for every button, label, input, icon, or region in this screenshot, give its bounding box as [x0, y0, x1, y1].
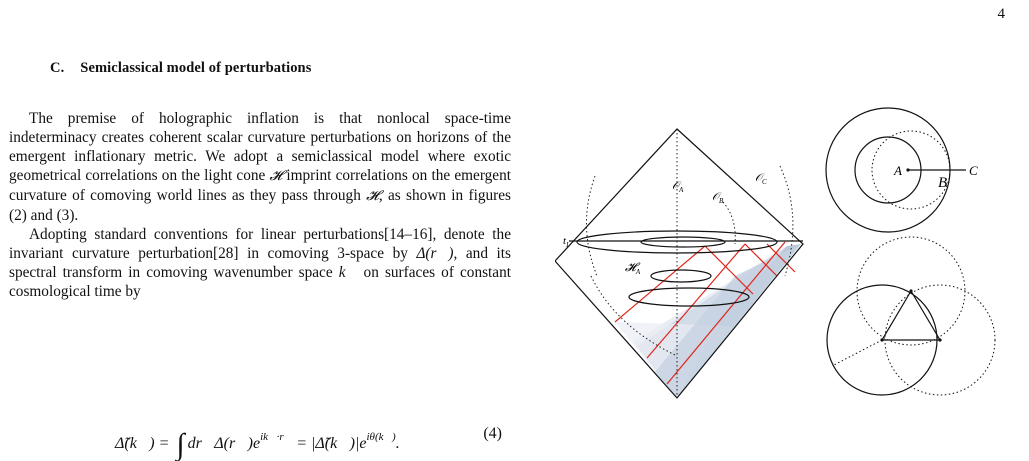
- horizon-ellipses: [576, 230, 778, 307]
- equation-rhs: = |Δ̃(k⃗)|e: [292, 435, 367, 452]
- point-b-label: B: [938, 175, 947, 191]
- equation-integrand: dr⃗Δ(r⃗)e: [187, 435, 261, 452]
- causal-diagram: tI 𝒪A 𝒪B 𝒪C 𝓗A: [555, 128, 804, 399]
- horizon-arcs: [585, 165, 794, 357]
- wavevector-symbol: k⃗: [338, 264, 358, 281]
- paragraph-2-text-b: , and its spectral transform in comoving…: [9, 245, 511, 281]
- label-o-b: 𝒪B: [712, 191, 724, 205]
- light-cone-symbol: 𝓗: [269, 168, 283, 184]
- nested-circles: A B C: [825, 107, 978, 233]
- paragraph-2-text-a: Adopting standard conventions for linear…: [9, 226, 511, 262]
- label-o-c: 𝒪C: [755, 172, 767, 186]
- paragraph-1-text-c: , as shown in figures (2) and (3).: [9, 187, 511, 224]
- light-cone-symbol-2: 𝓗: [366, 188, 379, 204]
- equation-formula: Δ̃(k⃗) = ∫dr⃗Δ(r⃗)eik⃗·r⃗ = |Δ̃(k⃗)|eiθ(…: [115, 422, 400, 461]
- equation-exponent-2: iθ(k⃗): [366, 431, 396, 443]
- triangle-circles: [826, 236, 996, 396]
- paragraph-1: The premise of holographic inflation is …: [9, 109, 511, 225]
- point-a-label: A: [893, 163, 902, 178]
- delta-symbol: Δ(r⃗): [416, 245, 454, 262]
- body-text: The premise of holographic inflation is …: [9, 109, 511, 301]
- point-c-label: C: [969, 163, 978, 178]
- section-label: C.: [50, 60, 65, 76]
- equation-4: Δ̃(k⃗) = ∫dr⃗Δ(r⃗)eik⃗·r⃗ = |Δ̃(k⃗)|eiθ(…: [100, 418, 502, 461]
- page-number: 4: [997, 6, 1006, 22]
- label-o-a: 𝒪A: [672, 180, 684, 194]
- circle-diagrams: A B C: [825, 107, 996, 396]
- integral-sign: ∫: [176, 428, 185, 461]
- paragraph-2: Adopting standard conventions for linear…: [9, 225, 511, 301]
- paragraph-2-text-c: on surfaces of constant cosmological tim…: [9, 264, 511, 300]
- section-title: Semiclassical model of perturbations: [80, 60, 312, 76]
- label-t-i: tI: [563, 235, 569, 249]
- section-heading: C. Semiclassical model of perturbations: [50, 60, 311, 77]
- equation-lhs: Δ̃(k⃗) =: [115, 435, 170, 452]
- paragraph-1-text-a: The premise of holographic inflation is …: [9, 110, 511, 184]
- label-h-a: 𝓗A: [625, 260, 641, 276]
- paragraph-1-text-b: imprint correlations on the emergent cur…: [9, 167, 511, 204]
- equation-end: .: [395, 435, 400, 452]
- worldlines: [614, 241, 796, 385]
- equation-exponent-1: ik⃗·r⃗: [260, 431, 293, 443]
- region-fill-2: [655, 244, 801, 398]
- equation-number: (4): [483, 425, 502, 442]
